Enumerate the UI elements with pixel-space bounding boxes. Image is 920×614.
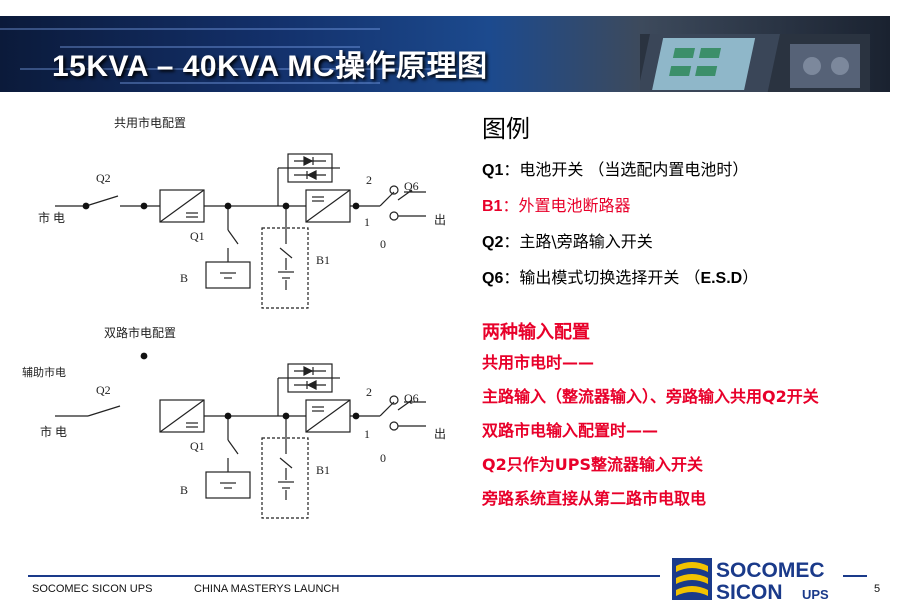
page-number: 5 bbox=[874, 583, 881, 595]
logo-text-ups: UPS bbox=[802, 587, 829, 602]
aux-mains-label: 辅助市电 bbox=[22, 366, 66, 379]
battery-label-2: B bbox=[180, 483, 188, 497]
config-line-2: 主路输入（整流器输入）、旁路输入共用Q2开关 bbox=[482, 387, 819, 406]
config-line-4: Q2只作为UPS整流器输入开关 bbox=[482, 455, 703, 474]
pos1-label-2: 1 bbox=[364, 427, 370, 441]
q6-label-2: Q6 bbox=[404, 391, 419, 405]
output-label-2: 出 bbox=[434, 427, 446, 441]
q2-label-2: Q2 bbox=[96, 383, 111, 397]
logo-text-sicon: SICON bbox=[716, 581, 783, 602]
diagram2-title: 双路市电配置 bbox=[104, 326, 177, 340]
footer-divider bbox=[28, 575, 660, 577]
mains-label: 市 电 bbox=[38, 210, 65, 225]
config-line-5: 旁路系统直接从第二路市电取电 bbox=[482, 489, 707, 508]
output-label: 出 bbox=[434, 213, 446, 227]
diagram1-schematic: Q2 市 电 Q1 B B1 Q6 2 1 0 出 bbox=[38, 153, 446, 309]
pos0-label-2: 0 bbox=[380, 451, 386, 465]
b1-label: B1 bbox=[316, 253, 330, 267]
b1-label-2: B1 bbox=[316, 463, 330, 477]
legend-item-b1: B1：外置电池断路器 bbox=[482, 196, 631, 215]
config-line-1: 共用市电时—— bbox=[482, 353, 595, 372]
legend-item-q1: Q1：电池开关 （当选配内置电池时） bbox=[482, 160, 749, 179]
pos1-label: 1 bbox=[364, 215, 370, 229]
q1-label: Q1 bbox=[190, 229, 205, 243]
legend-item-q2: Q2：主路\旁路输入开关 bbox=[482, 232, 653, 251]
q1-label-2: Q1 bbox=[190, 439, 205, 453]
socomec-sicon-logo: SOCOMEC SICON UPS bbox=[672, 558, 829, 602]
pos2-label: 2 bbox=[366, 173, 372, 187]
footer-divider-right bbox=[843, 575, 867, 577]
config-heading: 两种输入配置 bbox=[482, 322, 590, 343]
config-line-3: 双路市电输入配置时—— bbox=[482, 421, 659, 440]
footer-event: CHINA MASTERYS LAUNCH bbox=[194, 583, 340, 595]
battery-label: B bbox=[180, 271, 188, 285]
q6-label: Q6 bbox=[404, 179, 419, 193]
diagram2-schematic: Q2 市 电 Q1 B B1 Q6 2 1 0 出 bbox=[40, 352, 446, 519]
footer-company: SOCOMEC SICON UPS bbox=[32, 583, 153, 595]
q2-label: Q2 bbox=[96, 171, 111, 185]
input-config-notes: 两种输入配置 共用市电时—— 主路输入（整流器输入）、旁路输入共用Q2开关 双路… bbox=[482, 318, 892, 522]
pos0-label: 0 bbox=[380, 237, 386, 251]
legend: 图例 Q1：电池开关 （当选配内置电池时） B1：外置电池断路器 Q2：主路\旁… bbox=[482, 112, 892, 296]
pos2-label-2: 2 bbox=[366, 385, 372, 399]
mains-label-2: 市 电 bbox=[40, 424, 67, 439]
ups-control-panel-image bbox=[640, 34, 870, 92]
title-banner: 15KVA – 40KVA MC操作原理图 bbox=[0, 16, 890, 92]
page-title: 15KVA – 40KVA MC操作原理图 bbox=[52, 50, 488, 83]
logo-text-socomec: SOCOMEC bbox=[716, 559, 825, 582]
legend-heading: 图例 bbox=[482, 115, 530, 143]
legend-item-q6: Q6：输出模式切换选择开关 （E.S.D） bbox=[482, 268, 759, 287]
diagram1-title: 共用市电配置 bbox=[114, 116, 187, 130]
